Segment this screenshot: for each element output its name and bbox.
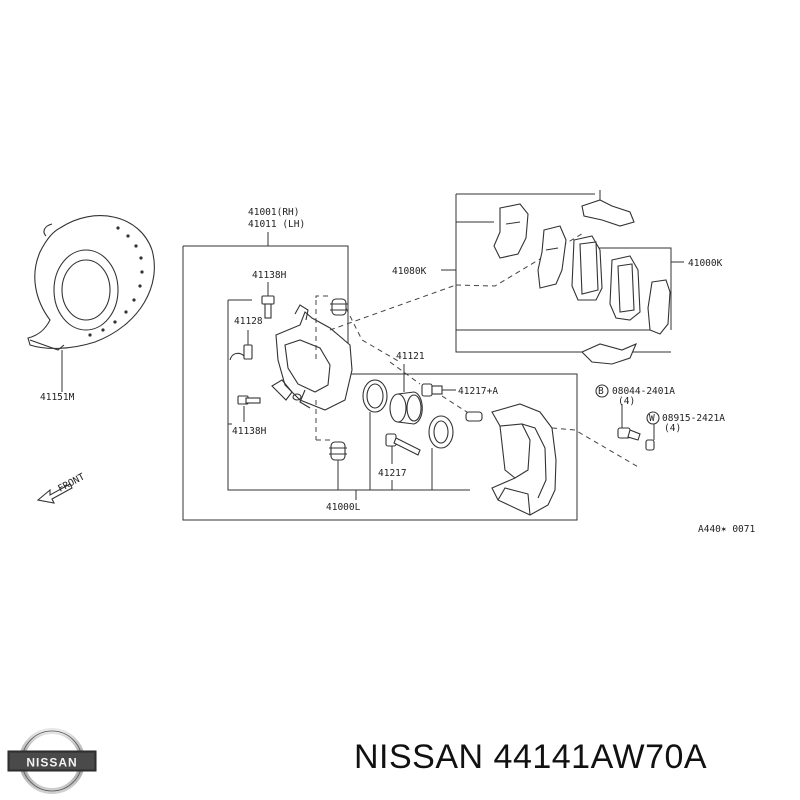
part-number-title: NISSAN 44141AW70A — [354, 738, 708, 776]
caliper-mounting-bracket — [491, 403, 641, 516]
brake-baffle-plate — [27, 215, 155, 392]
label-caliper-lh: 41011 (LH) — [248, 219, 305, 230]
label-baffle: 41151M — [40, 392, 75, 403]
pad-shim-rear — [647, 279, 671, 335]
label-caliper-assy: 41000L — [326, 502, 361, 513]
label-piston-seal: 41121 — [396, 351, 425, 362]
bolt-top-icon — [261, 282, 275, 319]
label-bolt-b-qty: (4) — [618, 396, 635, 407]
bolt-bottom-icon — [237, 395, 261, 422]
circle-w-icon — [646, 411, 660, 425]
pad-shim-outer — [493, 203, 529, 259]
label-washer-w-qty: (4) — [664, 423, 681, 434]
label-caliper-rh: 41001(RH) — [248, 207, 299, 218]
guide-pin — [385, 433, 421, 464]
pad-shim-inner — [537, 225, 567, 289]
label-bolt-bottom: 41138H — [232, 426, 267, 437]
caliper-body — [271, 304, 353, 411]
pad-clip-bottom — [581, 342, 638, 365]
circle-b-text: B — [598, 386, 604, 397]
label-pad-set: 41000K — [688, 258, 723, 269]
front-arrow-icon — [36, 483, 73, 504]
pin-boot-top — [315, 295, 401, 363]
piston — [389, 391, 423, 425]
label-washer-w: 08915-2421A — [662, 413, 725, 424]
label-bleeder: 41128 — [234, 316, 263, 327]
piston-seal-ring — [362, 379, 388, 413]
brake-pad-inner — [609, 255, 641, 321]
piston-boot-ring — [428, 415, 454, 449]
guide-pin-a — [389, 361, 471, 415]
label-pad-kit: 41080K — [392, 266, 427, 277]
bleeder-screw-icon — [229, 330, 253, 361]
brake-pad-outer — [571, 235, 603, 301]
label-bolt-b: 08044-2401A — [612, 386, 675, 397]
washer-icon — [645, 424, 655, 451]
caliper-group-frame — [182, 232, 578, 521]
label-pin: 41217 — [378, 468, 407, 479]
circle-b-icon — [595, 384, 609, 398]
pad-clip-top — [581, 190, 635, 227]
pin-a-sleeve — [465, 411, 483, 422]
pin-boot-bottom — [315, 400, 347, 490]
circle-w-text: W — [649, 413, 655, 424]
mounting-bolt-icon — [617, 404, 641, 441]
nissan-logo-icon: NISSAN — [7, 728, 97, 794]
logo-text: NISSAN — [26, 756, 77, 770]
label-ref-code: A440✶ 0071 — [698, 524, 755, 535]
label-front: FRONT — [56, 471, 87, 494]
label-pin-a: 41217+A — [458, 386, 498, 397]
label-bolt-top: 41138H — [252, 270, 287, 281]
